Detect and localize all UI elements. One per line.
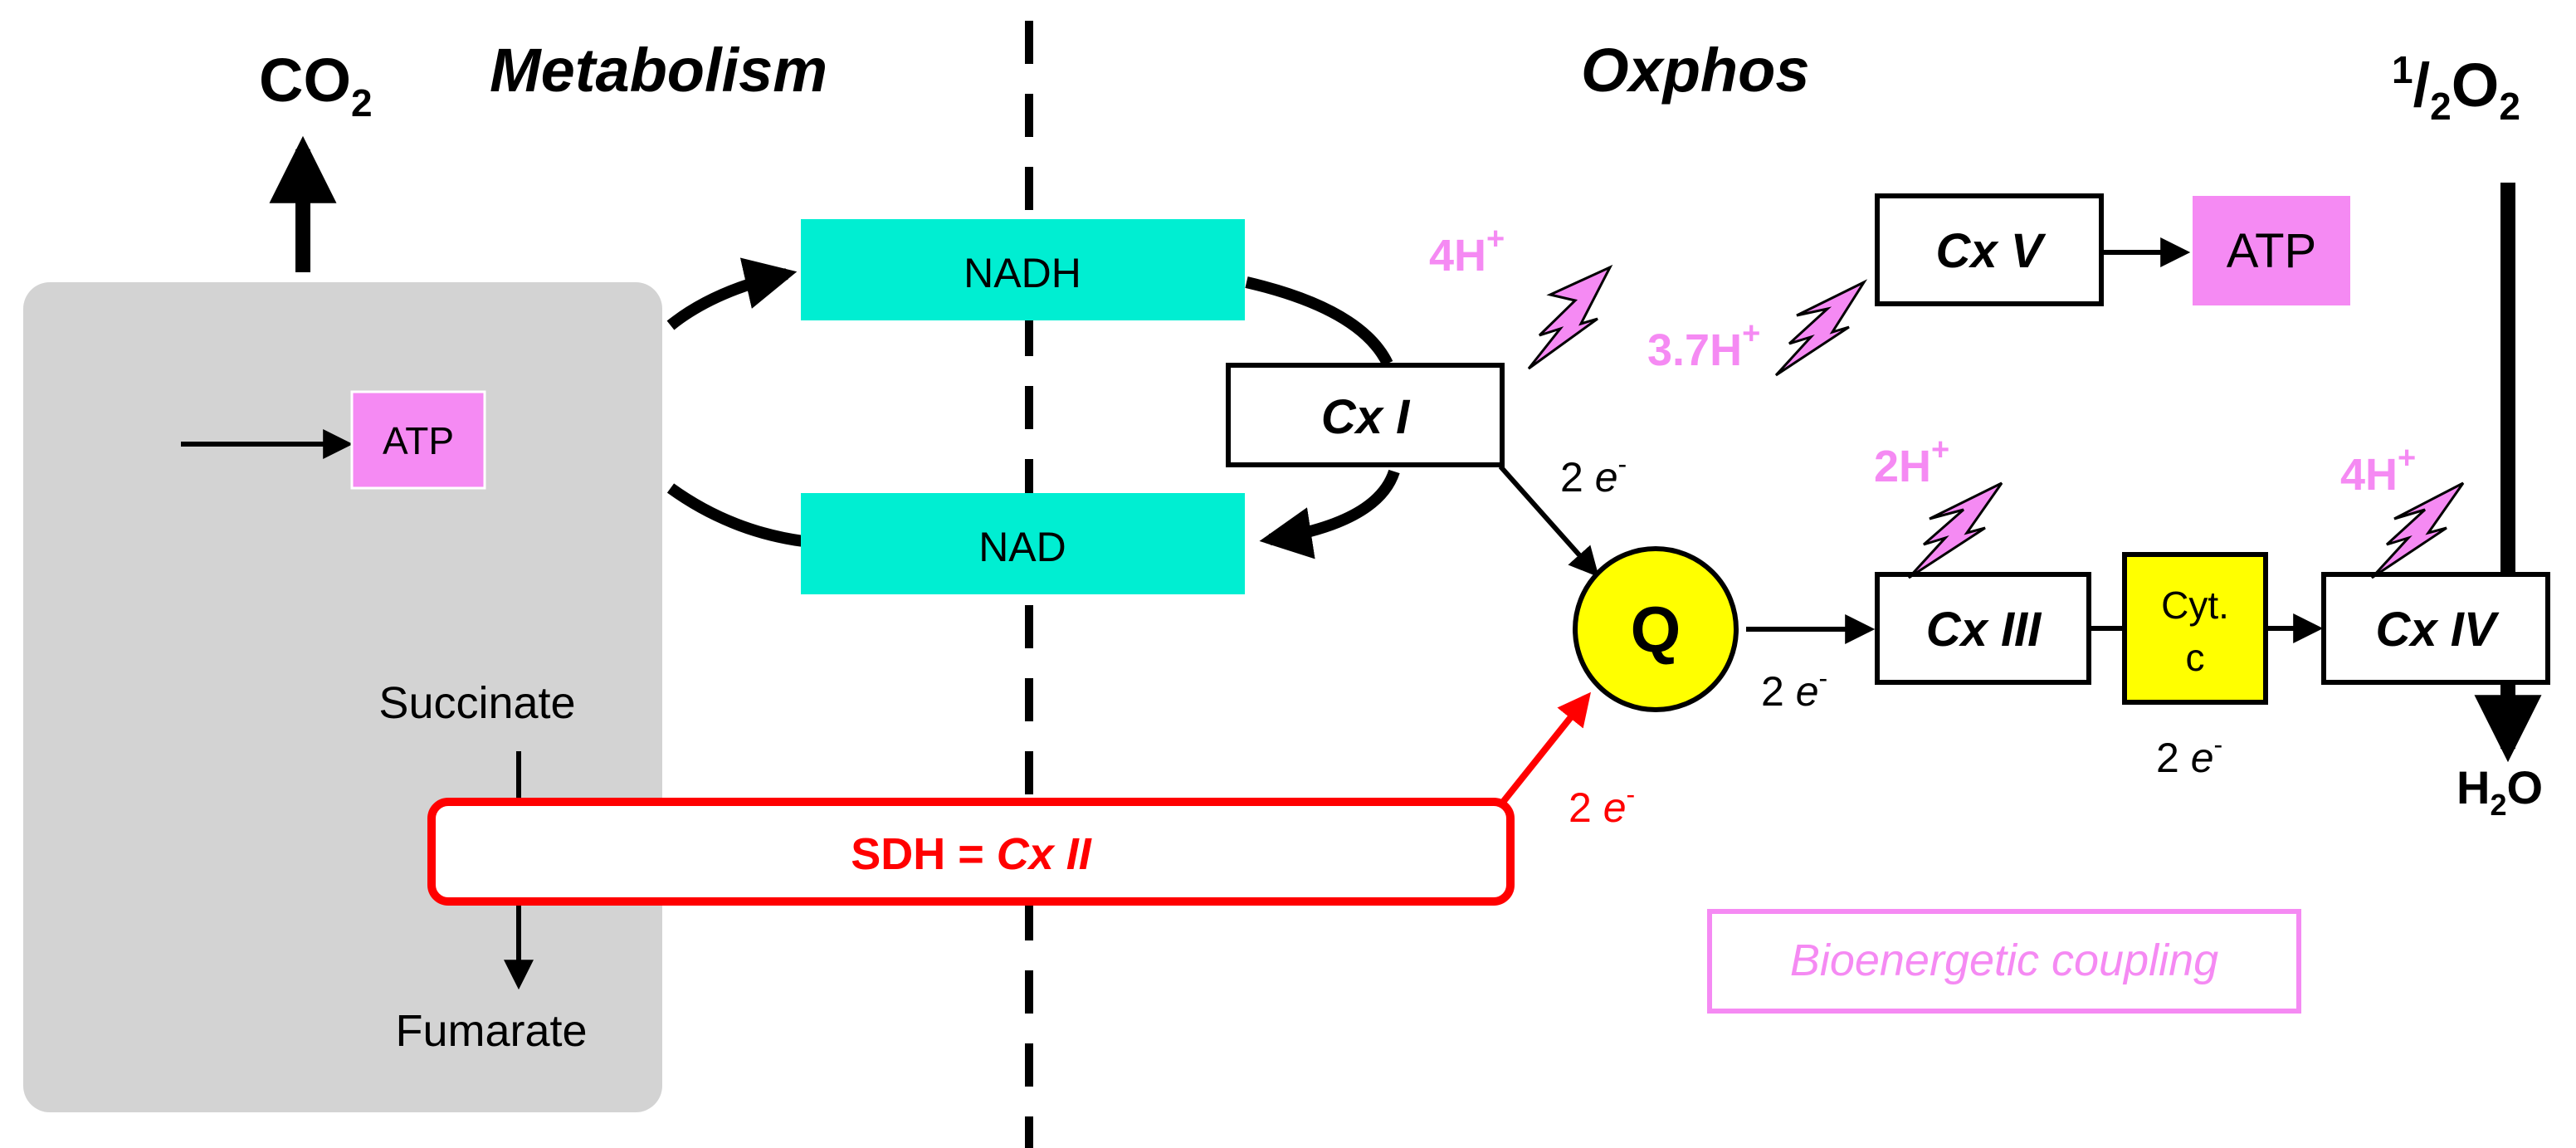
oxphos-atp-label: ATP xyxy=(2227,224,2317,278)
nadh-arrow-arc xyxy=(666,257,798,330)
complex-v-box xyxy=(1875,193,2104,306)
complex-i-box xyxy=(1226,363,1505,467)
nad-label: NAD xyxy=(978,524,1066,570)
cx4-proton-bolt-icon xyxy=(2370,481,2465,579)
complex-v-label: Cx V xyxy=(1936,224,2047,278)
cx1-to-nad-arc xyxy=(1259,469,1400,559)
sdh-to-q-arrow xyxy=(1497,691,1591,808)
cytochrome-c-label-line1: Cyt. xyxy=(2161,584,2229,627)
cx1-to-q-arrow xyxy=(1498,465,1599,578)
metabolism-atp-box xyxy=(350,390,486,490)
oxphos-title: Oxphos xyxy=(1581,36,1809,105)
cx4-proton-label: 4H+ xyxy=(2340,441,2416,500)
co2-label: CO2 xyxy=(259,46,373,125)
cytochrome-c-box xyxy=(2122,552,2268,705)
q-electron-label: 2 e- xyxy=(1761,663,1827,715)
complex-iv-box xyxy=(2321,572,2550,685)
h2o-label: H2O xyxy=(2456,761,2543,822)
cx1-electron-label: 2 e- xyxy=(1560,449,1627,501)
bioenergetic-coupling-label: Bioenergetic coupling xyxy=(1790,935,2218,985)
nadh-to-cx1-arc xyxy=(1245,276,1393,367)
cytc-electron-label: 2 e- xyxy=(2156,730,2222,781)
nad-return-arc xyxy=(666,483,804,547)
cx3-proton-bolt-icon xyxy=(1907,481,2003,579)
ubiquinone-q-circle xyxy=(1573,546,1739,712)
sdh-electron-label: 2 e- xyxy=(1569,779,1635,831)
metabolism-title: Metabolism xyxy=(490,36,827,105)
cx1-proton-label: 4H+ xyxy=(1429,222,1505,281)
bioenergetic-coupling-box xyxy=(1707,909,2301,1014)
nadh-box xyxy=(801,219,1245,320)
nad-box xyxy=(801,493,1245,594)
sdh-cx2-label: SDH = Cx II xyxy=(851,829,1092,879)
nadh-label: NADH xyxy=(964,250,1081,296)
ubiquinone-q-label: Q xyxy=(1631,593,1681,666)
cx1-proton-bolt-icon-shape xyxy=(1527,264,1613,370)
succinate-label: Succinate xyxy=(378,678,575,728)
cx5-proton-label: 3.7H+ xyxy=(1647,316,1760,375)
complex-iii-box xyxy=(1875,572,2091,685)
complex-i-label: Cx I xyxy=(1321,390,1411,444)
complex-iv-label: Cx IV xyxy=(2375,603,2499,657)
cx5-proton-bolt-icon xyxy=(1774,279,1868,377)
sdh-cx2-box xyxy=(427,798,1515,906)
cytochrome-c-label-line2: c xyxy=(2186,636,2205,679)
metabolism-atp-label: ATP xyxy=(383,419,454,462)
half-o2-label: 1/2O2 xyxy=(2392,48,2520,128)
oxphos-atp-box xyxy=(2193,196,2350,305)
cx3-proton-label: 2H+ xyxy=(1874,432,1949,491)
complex-iii-label: Cx III xyxy=(1926,603,2042,657)
fumarate-label: Fumarate xyxy=(395,1006,587,1056)
